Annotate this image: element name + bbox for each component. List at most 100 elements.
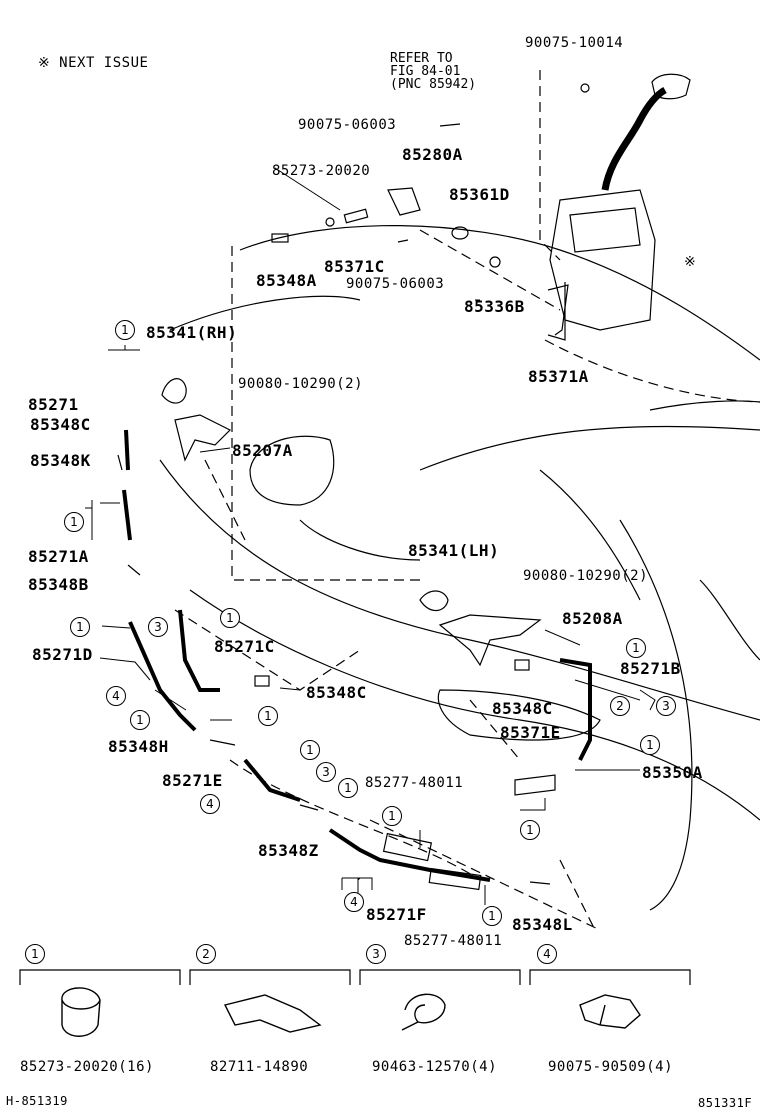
- hose-85271C: [178, 609, 220, 692]
- pipe-85371A: [547, 282, 566, 341]
- clip-90463-drawing: [401, 993, 446, 1031]
- part-85271: 85271: [28, 395, 79, 414]
- next-issue-note: ※ NEXT ISSUE: [38, 55, 149, 71]
- legend-frames: [19, 969, 691, 985]
- clip-90075-drawing: [579, 994, 641, 1029]
- callout-3: 3: [316, 762, 336, 782]
- protector-85277-top: [382, 832, 433, 862]
- callout-1: 1: [115, 320, 135, 340]
- dashed-line-3: [419, 229, 561, 311]
- legend-frame-3: [359, 969, 521, 985]
- legend-part-4: 90075-90509(4): [548, 1059, 674, 1075]
- hose-85348C-right: [514, 659, 530, 671]
- callout-1: 1: [258, 706, 278, 726]
- hose-85271F: [328, 828, 491, 882]
- part-85277-48011-top: 85277-48011: [365, 775, 464, 791]
- callout-1: 1: [382, 806, 402, 826]
- callout-4: 4: [344, 892, 364, 912]
- part-85348B: 85348B: [28, 575, 89, 594]
- hood-edge: [169, 295, 361, 331]
- nozzle-85207A: [174, 414, 232, 462]
- washer-tank: [549, 189, 656, 331]
- refer-line-2: FIG 84-01: [390, 64, 461, 79]
- hose-85271D: [128, 621, 197, 732]
- part-85271D: 85271D: [32, 645, 93, 664]
- part-85280A: 85280A: [402, 145, 463, 164]
- legend-part-1: 85273-20020(16): [20, 1059, 154, 1075]
- part-85348A: 85348A: [256, 271, 317, 290]
- bolt-90075-10014: [580, 83, 590, 93]
- clip-85273: [325, 217, 335, 227]
- legend-num-1: 1: [25, 944, 45, 964]
- legend-num-3: 3: [366, 944, 386, 964]
- hose-85271: [124, 429, 130, 471]
- cover-85341-lh: [419, 590, 449, 612]
- callout-2: 2: [610, 696, 630, 716]
- callout-3: 3: [148, 617, 168, 637]
- part-85277-48011-bottom: 85277-48011: [404, 933, 503, 949]
- dashed-line-2: [539, 70, 561, 261]
- callout-1: 1: [640, 735, 660, 755]
- body-contour-5: [619, 519, 693, 911]
- part-85271B: 85271B: [620, 659, 681, 678]
- part-85348Z: 85348Z: [258, 841, 319, 860]
- part-85350A: 85350A: [642, 763, 703, 782]
- part-90075-06003-mid: 90075-06003: [346, 276, 445, 292]
- part-85271F: 85271F: [366, 905, 427, 924]
- callout-1: 1: [482, 906, 502, 926]
- footer-right-code: 851331F: [698, 1096, 753, 1110]
- part-85341-rh: 85341(RH): [146, 323, 238, 342]
- dashed-line-10: [559, 859, 596, 931]
- body-contour-2: [189, 589, 760, 821]
- dashed-line-7: [469, 699, 521, 761]
- hood-outline: [239, 224, 760, 361]
- callout-1: 1: [130, 710, 150, 730]
- callout-1: 1: [70, 617, 90, 637]
- callout-1: 1: [338, 778, 358, 798]
- part-85348K: 85348K: [30, 451, 91, 470]
- hose-85348A: [271, 233, 289, 243]
- protector-85277-bottom: [428, 867, 482, 891]
- part-85348H: 85348H: [108, 737, 169, 756]
- hose-85348L: [529, 881, 551, 885]
- callout-1: 1: [300, 740, 320, 760]
- callout-1: 1: [64, 512, 84, 532]
- grille-outline: [249, 435, 335, 506]
- part-85348C-top: 85348C: [30, 415, 91, 434]
- part-85271E: 85271E: [162, 771, 223, 790]
- part-90080-10290-lh: 90080-10290(2): [523, 568, 649, 584]
- part-85371C: 85371C: [324, 257, 385, 276]
- hose-85371C: [343, 208, 369, 224]
- refer-line-1: REFER TO: [390, 51, 453, 66]
- part-90080-10290-rh: 90080-10290(2): [238, 376, 364, 392]
- legend-frame-2: [189, 969, 351, 985]
- part-85371A: 85371A: [528, 367, 589, 386]
- part-85207A: 85207A: [232, 441, 293, 460]
- part-85271A: 85271A: [28, 547, 89, 566]
- footer-left-code: H-851319: [6, 1094, 68, 1108]
- body-contour-3: [419, 425, 760, 471]
- part-85271C: 85271C: [214, 637, 275, 656]
- part-85348C-mid: 85348C: [306, 683, 367, 702]
- tee-85350A: [514, 774, 556, 796]
- callout-4: 4: [106, 686, 126, 706]
- hose-85348B: [127, 564, 141, 576]
- callout-3: 3: [656, 696, 676, 716]
- legend-frame-4: [529, 969, 691, 985]
- body-contour-4: [299, 519, 421, 561]
- part-85336B: 85336B: [464, 297, 525, 316]
- part-85348C-right: 85348C: [492, 699, 553, 718]
- part-85348L: 85348L: [512, 915, 573, 934]
- callout-1: 1: [220, 608, 240, 628]
- grommet-85336B: [489, 256, 501, 268]
- filler-neck-hose: [601, 86, 667, 191]
- fender: [699, 579, 760, 661]
- leader-lines: [85, 167, 656, 905]
- cover-85341-rh: [161, 378, 187, 404]
- callout-4: 4: [200, 794, 220, 814]
- body-contour-6: [539, 469, 641, 601]
- legend-num-4: 4: [537, 944, 557, 964]
- dashed-line-6: [369, 819, 601, 931]
- refer-to-fig-note: REFER TO FIG 84-01 (PNC 85942): [390, 52, 476, 91]
- legend-frame-1: [19, 969, 181, 985]
